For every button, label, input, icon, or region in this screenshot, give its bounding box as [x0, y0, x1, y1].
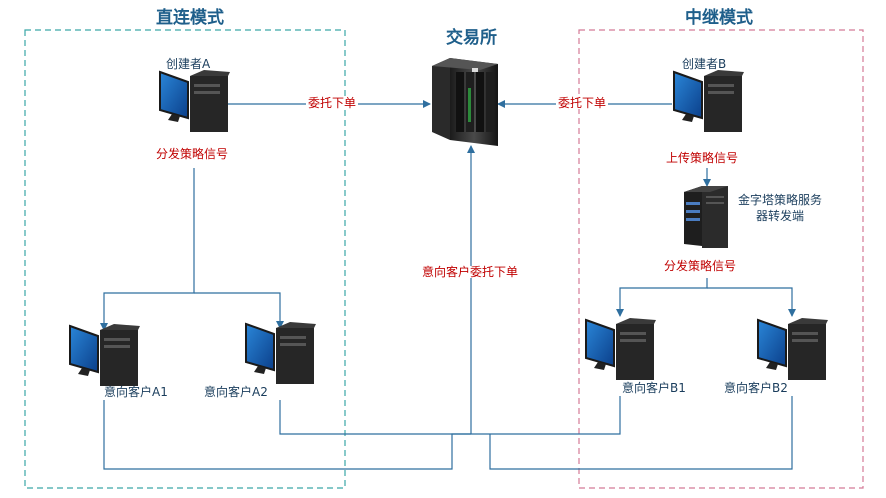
order-b-label: 委托下单 [556, 96, 609, 110]
direct-mode-box [24, 29, 346, 489]
relay-mode-title: 中继模式 [685, 8, 753, 28]
relay-mode-box [578, 29, 864, 489]
creator-b-label: 创建者B [682, 57, 727, 71]
client-a1-label: 意向客户A1 [104, 385, 168, 399]
computer-icon [245, 322, 316, 384]
edge-client-b1-return [471, 396, 621, 435]
client-order-label: 意向客户委托下单 [420, 265, 521, 279]
edge-client-a2-return [279, 400, 471, 435]
edge-client-b2-return [489, 396, 793, 470]
server-tower-icon [684, 186, 728, 248]
creator-a-label: 创建者A [166, 57, 211, 71]
computer-icon [159, 70, 230, 132]
upload-b-label: 上传策略信号 [666, 151, 739, 165]
edge-distribute-b2 [707, 287, 796, 317]
mainframe-server-icon [432, 58, 498, 146]
computer-icon [585, 318, 656, 380]
exchange-title: 交易所 [446, 28, 497, 48]
client-a2-label: 意向客户A2 [204, 385, 268, 399]
edge-distribute-b1 [616, 278, 708, 317]
computer-icon [69, 324, 140, 386]
client-b2-label: 意向客户B2 [724, 381, 788, 395]
order-a-label: 委托下单 [306, 96, 359, 110]
edge-distribute-a2 [194, 292, 284, 329]
pyramid-server-label-line1: 金字塔策略服务 [738, 193, 823, 207]
pyramid-server-label-line2: 器转发端 [756, 209, 805, 223]
computer-icon [757, 318, 828, 380]
computer-icon [673, 70, 744, 132]
distribute-b-label: 分发策略信号 [664, 259, 737, 273]
distribute-a-label: 分发策略信号 [156, 147, 229, 161]
client-b1-label: 意向客户B1 [622, 381, 686, 395]
edge-distribute-a1 [100, 168, 195, 331]
direct-mode-title: 直连模式 [156, 8, 224, 28]
